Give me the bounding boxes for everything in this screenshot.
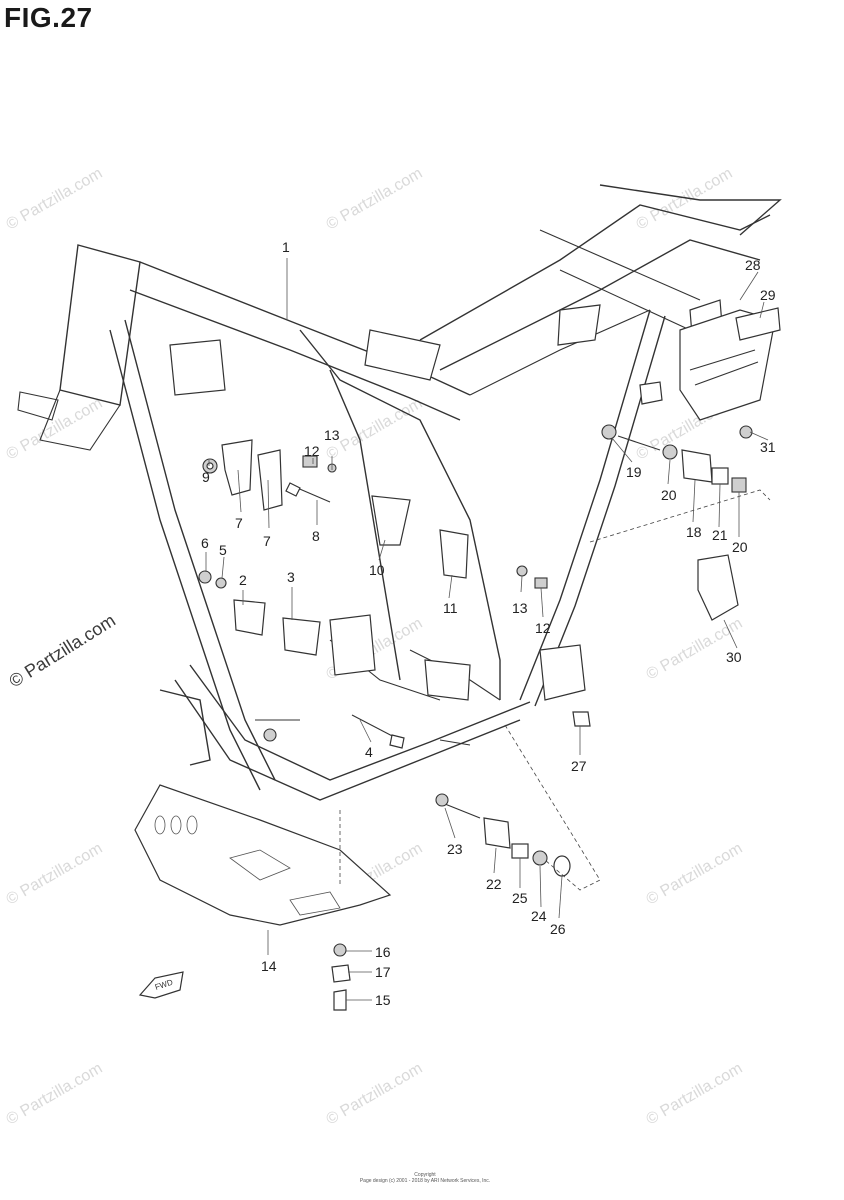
watermark: © Partzilla.com [324,1060,426,1129]
figure-title: FIG.27 [4,2,93,33]
callout-1: 1 [282,239,290,255]
callout-12: 12 [304,443,320,459]
callout-14: 14 [261,958,277,974]
fwd-arrow-icon [138,971,184,999]
callout-12: 12 [535,620,551,636]
callout-29: 29 [760,287,776,303]
callout-6: 6 [201,535,209,551]
callout-10: 10 [369,562,385,578]
callout-19: 19 [626,464,642,480]
brackets-and-hardware: FWD [134,307,781,1011]
watermark: © Partzilla.com [644,1060,746,1129]
callout-4: 4 [365,744,373,760]
callout-3: 3 [287,569,295,585]
callout-13: 13 [324,427,340,443]
watermark: © Partzilla.com [4,840,106,909]
callout-20: 20 [661,487,677,503]
copyright-notice: Copyright Page design (c) 2001 - 2018 by… [330,1172,520,1184]
watermark: © Partzilla.com [644,840,746,909]
callout-30: 30 [726,649,742,665]
callout-2: 2 [239,572,247,588]
watermark: © Partzilla.com [634,165,736,234]
callout-11: 11 [443,600,458,616]
callout-15: 15 [375,992,391,1008]
callout-20: 20 [732,539,748,555]
watermarks: © Partzilla.com © Partzilla.com © Partzi… [4,165,746,1129]
frame-assembly [17,184,782,801]
watermark: © Partzilla.com [324,165,426,234]
callout-labels: 1 9 7 7 8 12 13 6 5 2 3 10 11 13 12 4 27… [201,239,776,1008]
callout-7: 7 [235,515,243,531]
callout-22: 22 [486,876,502,892]
copyright-line: Copyright [414,1172,436,1178]
callout-25: 25 [512,890,528,906]
watermark: © Partzilla.com [4,165,106,234]
callout-26: 26 [550,921,566,937]
leader-lines [205,258,771,1001]
callout-27: 27 [571,758,587,774]
callout-23: 23 [447,841,463,857]
callout-9: 9 [202,469,210,485]
callout-31: 31 [760,439,776,455]
callout-16: 16 [375,944,391,960]
callout-21: 21 [712,527,728,543]
callout-13: 13 [512,600,528,616]
watermark: © Partzilla.com [4,1060,106,1129]
callout-24: 24 [531,908,547,924]
callout-18: 18 [686,524,702,540]
callout-7: 7 [263,533,271,549]
watermark-prominent: © Partzilla.com [6,610,119,691]
callout-28: 28 [745,257,761,273]
callout-17: 17 [375,964,391,980]
copyright-line: Page design (c) 2001 - 2018 by ARI Netwo… [359,1178,491,1184]
callout-8: 8 [312,528,320,544]
callout-5: 5 [219,542,227,558]
